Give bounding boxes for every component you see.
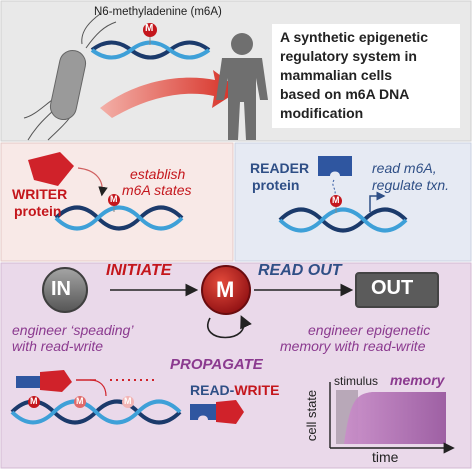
spreading-desc-line-1: engineer ‘speading’ [12,322,134,338]
memory-desc-line-2: memory with read-write [280,338,426,354]
cell-state-axis-label: cell state [304,389,320,442]
read-write-protein-icon [190,404,216,420]
in-node [42,267,88,313]
writer-curved-arrow-icon [77,167,108,197]
writer-label-line-2: protein [14,203,62,219]
read-write-label-write: WRITE [234,382,280,398]
initiate-label: INITIATE [106,262,172,279]
propagate-label: PROPAGATE [170,356,263,373]
m6a-marker-letter-top: M [145,23,154,34]
reader-desc-line-2: regulate txn. [372,177,450,193]
title-line-5: modification [280,105,364,121]
memory-plot [329,382,455,454]
m6a-marker-letter-spread-1: M [30,396,38,406]
human-figure-icon [216,33,268,140]
title-line-3: mammalian cells [280,67,393,83]
title-text: A synthetic epigenetic regulatory system… [280,28,458,123]
time-axis-label: time [372,449,399,465]
spreading-desc-line-2: with read-write [12,338,104,354]
m6a-marker-letter-spread-2: M [76,396,84,406]
read-write-label: READ-WRITE [190,382,279,398]
m6a-marker-reader [330,195,342,207]
writer-protein-icon [28,152,74,186]
title-line-4: based on m6A DNA [280,86,410,102]
m6a-marker-spread-1 [28,396,40,408]
in-node-label: IN [51,278,71,300]
out-node-label: OUT [371,277,414,299]
m6a-marker-top [143,23,157,37]
propagate-loop-arrow [207,315,252,339]
memory-curve-fill [344,392,446,444]
writer-label-line-1: WRITER [12,186,68,202]
memory-label: memory [390,372,445,388]
m6a-marker-letter-reader: M [332,195,340,205]
m6a-marker-letter-writer: M [110,194,118,204]
transfer-arrow-icon [100,70,240,118]
stimulus-label: stimulus [334,374,379,388]
reader-desc-line-1: read m6A, [372,160,437,176]
m6a-label: N6-methyladenine (m6A) [94,6,222,18]
read-write-label-read: READ- [190,382,235,398]
read-out-label: READ OUT [258,262,342,279]
m6a-marker-writer [108,194,120,206]
reader-panel-background [234,142,472,262]
reader-label-line-2: protein [252,177,300,193]
dna-helix-writer [54,205,184,231]
title-line-1: A synthetic epigenetic [280,29,429,45]
dna-helix-reader [278,207,408,233]
m6a-marker-spread-3 [122,396,134,408]
m6a-marker-letter-spread-3: M [124,396,132,406]
writer-desc-line-1: establish [130,166,186,182]
transcription-arrow-icon [369,191,386,212]
reader-protein-icon [318,156,352,176]
title-box [272,24,460,128]
title-line-2: regulatory system in [280,48,417,64]
writer-desc-line-2: m6A states [122,182,192,198]
dna-helix-spreading [10,399,182,425]
read-write-protein-spreading-icon [16,376,40,388]
m6a-marker-spread-2 [74,396,86,408]
bacterium-icon [23,13,117,141]
reader-label-line-1: READER [250,160,310,176]
memory-desc-line-1: engineer epigenetic [308,322,431,338]
m-node [201,265,251,315]
out-node [355,272,439,308]
m-node-label: M [216,277,235,302]
